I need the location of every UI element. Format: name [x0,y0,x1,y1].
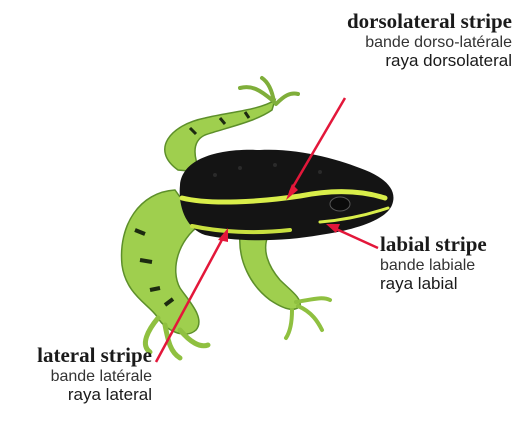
label-labial-fr: bande labiale [380,257,487,275]
label-lateral-es: raya lateral [4,385,152,404]
label-dorsolateral-fr: bande dorso-latérale [312,34,512,52]
pointer-labial [334,228,378,248]
frog-body [180,150,394,240]
frog-eye [330,197,350,211]
label-labial-es: raya labial [380,274,487,293]
label-labial-en: labial stripe [380,233,487,257]
label-lateral-fr: bande latérale [4,368,152,386]
label-dorsolateral-es: raya dorsolateral [312,51,512,70]
label-lateral: lateral stripe bande latérale raya later… [4,344,152,404]
label-labial: labial stripe bande labiale raya labial [380,233,487,293]
frog-front-leg [240,235,330,338]
label-dorsolateral-en: dorsolateral stripe [312,10,512,34]
label-lateral-en: lateral stripe [4,344,152,368]
label-dorsolateral: dorsolateral stripe bande dorso-latérale… [312,10,512,70]
